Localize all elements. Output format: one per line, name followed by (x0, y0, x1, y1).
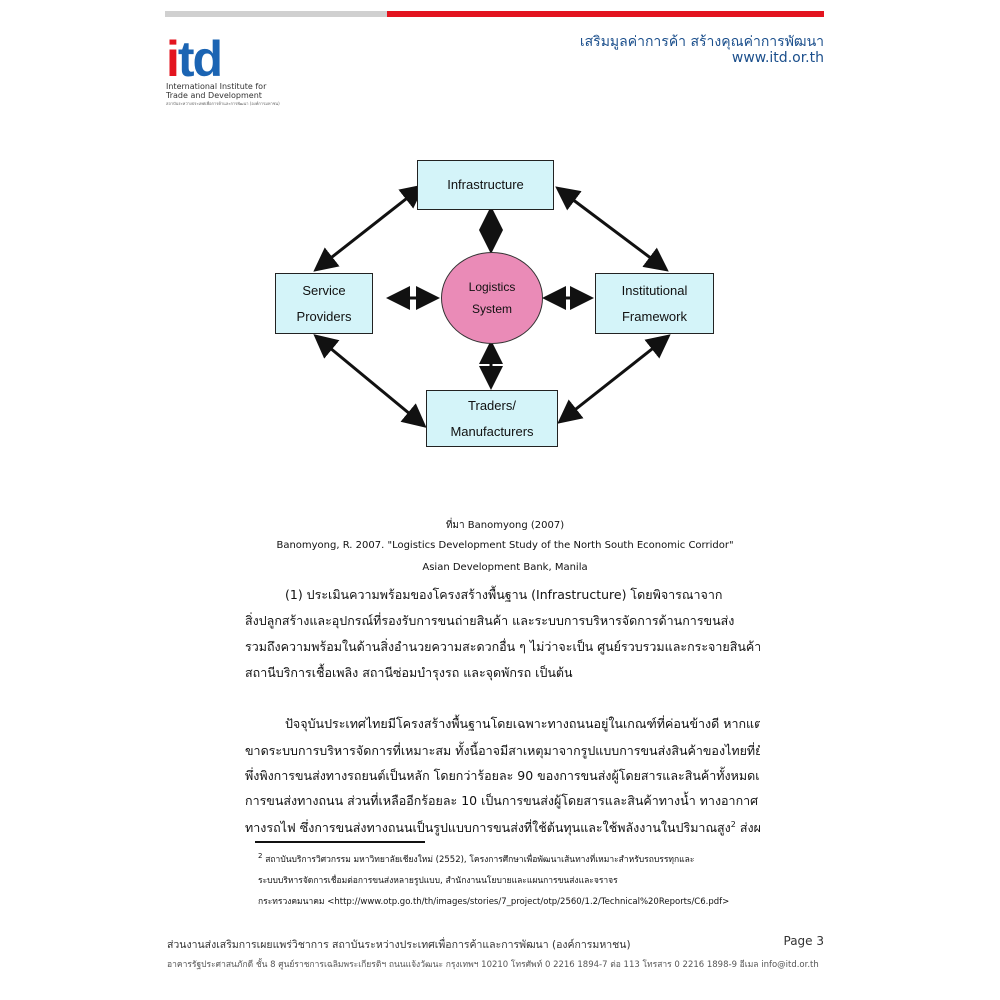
footnote-ref[interactable]: 2 (730, 819, 736, 829)
node-label: Providers (296, 308, 352, 324)
logo-tagline: สถาบันระหว่างประเทศเพื่อการค้าและการพัฒน… (166, 101, 280, 106)
arrow-service-traders (313, 334, 427, 428)
footnote-number: 2 (258, 851, 263, 860)
footnote-line: ระบบบริหารจัดการเชื่อมต่อการขนส่งหลายรูป… (258, 876, 618, 886)
arrow-infra-service (313, 184, 425, 272)
arrow-infra-institutional (555, 186, 669, 272)
figure-reference: Banomyong, R. 2007. "Logistics Developme… (276, 540, 734, 551)
body-line: สถานีบริการเชื้อเพลิง สถานีซ่อมบำรุงรถ แ… (245, 665, 573, 680)
node-infrastructure: Infrastructure (417, 160, 554, 210)
node-label: Service (302, 282, 346, 298)
header-rule-grey (165, 11, 387, 17)
node-label: Infrastructure (447, 177, 524, 192)
node-label: Traders/ (468, 397, 516, 413)
node-label: System (471, 302, 512, 316)
page-number: Page 3 (783, 934, 825, 948)
node-label: Institutional (621, 282, 688, 298)
footnote-divider (255, 841, 425, 843)
website-link[interactable]: www.itd.or.th (731, 50, 824, 66)
arrow-institutional-traders (557, 334, 671, 424)
footer-address: อาคารรัฐประศาสนภักดี ชั้น 8 ศูนย์ราชการเ… (167, 960, 819, 970)
node-traders-manufacturers: Traders/Manufacturers (426, 390, 558, 447)
slogan: เสริมมูลค่าการค้า สร้างคุณค่าการพัฒนา (579, 34, 824, 50)
body-line: รวมถึงความพร้อมในด้านสิ่งอำนวยความสะดวกอ… (245, 639, 760, 654)
body-line: สิ่งปลูกสร้างและอุปกรณ์ที่รองรับการขนถ่า… (245, 613, 735, 628)
footer-org: ส่วนงานส่งเสริมการเผยแพร่วิชาการ สถาบันร… (167, 939, 631, 951)
body-line: ทางรถไฟ ซึ่งการขนส่งทางถนนเป็นรูปแบบการข… (245, 818, 760, 838)
node-label: Framework (621, 308, 687, 324)
header-slogan-block: เสริมมูลค่าการค้า สร้างคุณค่าการพัฒนา ww… (580, 34, 824, 66)
footnote-line: 2 สถาบันบริการวิศวกรรม มหาวิทยาลัยเชียงใ… (258, 851, 778, 866)
body-line: พึ่งพิงการขนส่งทางรถยนต์เป็นหลัก โดยกว่า… (245, 768, 760, 783)
footnote-line[interactable]: กระทรวงคมนาคม <http://www.otp.go.th/th/i… (258, 897, 730, 907)
body-text: ทางรถไฟ ซึ่งการขนส่งทางถนนเป็นรูปแบบการข… (245, 820, 731, 835)
body-line: การขนส่งทางถนน ส่วนที่เหลืออีกร้อยละ 10 … (245, 793, 760, 808)
node-label: Logistics (468, 280, 516, 294)
body-line: ปัจจุบันประเทศไทยมีโครงสร้างพื้นฐานโดยเฉ… (285, 716, 760, 731)
footnote-text: สถาบันบริการวิศวกรรม มหาวิทยาลัยเชียงใหม… (265, 854, 695, 865)
header-rule-red (387, 11, 824, 17)
figure-source: ที่มา Banomyong (2007) (445, 520, 565, 531)
logo-name-line1: International Institute for (166, 82, 267, 91)
node-label: Manufacturers (450, 423, 534, 439)
figure-reference-publisher: Asian Development Bank, Manila (422, 562, 588, 573)
body-line: (1) ประเมินความพร้อมของโครงสร้างพื้นฐาน … (285, 587, 723, 602)
body-text: ส่งผลให้ (739, 820, 760, 835)
itd-logo: itd International Institute for Trade an… (166, 34, 296, 107)
logo-name-line2: Trade and Development (166, 91, 262, 100)
body-line: ขาดระบบการบริหารจัดการที่เหมาะสม ทั้งนี้… (245, 743, 760, 758)
